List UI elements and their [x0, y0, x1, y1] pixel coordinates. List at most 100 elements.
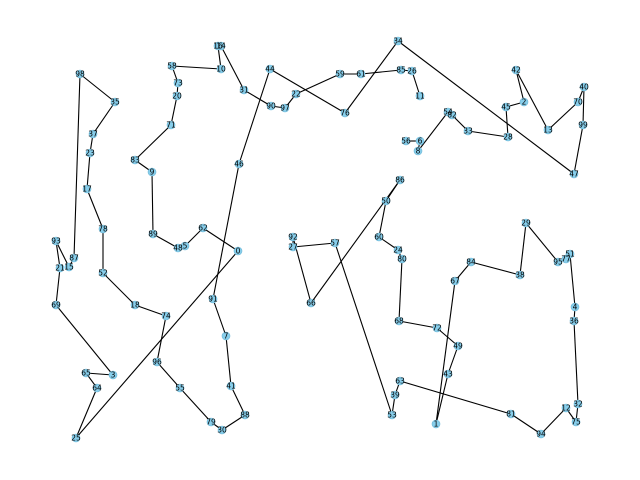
- route-edge-59-22: [295, 73, 341, 95]
- node-point-16: [213, 41, 223, 51]
- node-point-10: [216, 64, 226, 74]
- node-label-21: 21: [55, 264, 65, 273]
- node-point-87: [69, 253, 79, 263]
- node-label-40: 40: [579, 83, 589, 92]
- node-point-49: [453, 341, 463, 351]
- node-label-4: 4: [573, 303, 578, 312]
- route-2-edge-49-43: [447, 345, 459, 375]
- node-point-17: [82, 184, 92, 194]
- node-point-68: [394, 316, 404, 326]
- node-point-91: [208, 294, 218, 304]
- node-label-22: 22: [291, 90, 301, 99]
- node-label-53: 53: [387, 411, 397, 420]
- node-point-9: [147, 167, 157, 177]
- node-point-40: [579, 82, 589, 92]
- node-point-96: [152, 357, 162, 367]
- route-2-edge-38-29: [519, 222, 527, 276]
- node-point-58: [167, 61, 177, 71]
- route-edge-46-44: [238, 68, 271, 165]
- node-label-64: 64: [92, 384, 102, 393]
- node-label-23: 23: [85, 149, 95, 158]
- route-2-edge-51-4: [569, 253, 576, 308]
- node-label-24: 24: [393, 246, 403, 255]
- route-2-edge-94-81: [510, 413, 542, 435]
- route-edge-76-34: [344, 40, 399, 114]
- node-point-25: [71, 433, 81, 443]
- node-label-12: 12: [561, 404, 571, 413]
- node-point-78: [98, 224, 108, 234]
- node-point-31: [239, 85, 249, 95]
- node-label-96: 96: [152, 358, 162, 367]
- node-label-68: 68: [394, 317, 404, 326]
- route-edge-88-41: [230, 385, 246, 416]
- node-label-65: 65: [81, 369, 91, 378]
- node-label-29: 29: [521, 219, 531, 228]
- node-label-56: 56: [401, 137, 411, 146]
- node-label-82: 82: [447, 111, 457, 120]
- node-label-86: 86: [395, 176, 405, 185]
- node-label-99: 99: [578, 121, 588, 130]
- node-point-77: [561, 254, 571, 264]
- node-label-8: 8: [416, 147, 421, 156]
- node-point-15: [64, 262, 74, 272]
- node-point-2: [519, 97, 529, 107]
- node-label-28: 28: [503, 133, 513, 142]
- node-label-87: 87: [69, 254, 79, 263]
- node-point-70: [573, 97, 583, 107]
- node-label-58: 58: [167, 62, 177, 71]
- node-label-60: 60: [374, 233, 384, 242]
- node-point-93: [51, 236, 61, 246]
- node-label-1: 1: [434, 420, 439, 429]
- node-point-55: [175, 383, 185, 393]
- node-label-35: 35: [110, 98, 120, 107]
- node-point-71: [166, 120, 176, 130]
- node-label-69: 69: [51, 301, 61, 310]
- node-point-84: [466, 257, 476, 267]
- node-label-49: 49: [453, 342, 463, 351]
- node-label-9: 9: [150, 168, 155, 177]
- node-point-60: [374, 232, 384, 242]
- node-label-72: 72: [432, 324, 442, 333]
- node-label-76: 76: [340, 109, 350, 118]
- node-label-47: 47: [569, 170, 579, 179]
- node-point-64: [92, 383, 102, 393]
- node-label-18: 18: [130, 301, 140, 310]
- route-edge-62-0: [202, 227, 239, 252]
- node-point-8: [413, 146, 423, 156]
- route-2-edge-12-94: [540, 407, 567, 435]
- node-point-7: [221, 331, 231, 341]
- node-label-27: 27: [288, 243, 298, 252]
- node-point-82: [447, 110, 457, 120]
- node-label-85: 85: [396, 66, 406, 75]
- node-point-57: [330, 238, 340, 248]
- route-2-edge-36-32: [573, 320, 579, 405]
- node-point-98: [75, 69, 85, 79]
- route-edge-0-25: [75, 250, 239, 439]
- route-edges: [55, 40, 585, 439]
- node-point-69: [51, 300, 61, 310]
- node-label-89: 89: [148, 230, 158, 239]
- node-label-74: 74: [161, 312, 171, 321]
- node-label-45: 45: [501, 103, 511, 112]
- node-label-66: 66: [306, 299, 316, 308]
- node-point-24: [393, 245, 403, 255]
- node-label-38: 38: [515, 271, 525, 280]
- route-2-edge-43-1: [435, 373, 449, 425]
- route-edge-35-37: [92, 101, 116, 135]
- node-label-25: 25: [71, 434, 81, 443]
- node-label-92: 92: [288, 233, 298, 242]
- node-point-50: [381, 196, 391, 206]
- node-label-14: 14: [216, 42, 226, 51]
- node-point-65: [81, 368, 91, 378]
- node-point-63: [395, 376, 405, 386]
- node-label-13: 13: [543, 126, 553, 135]
- route-edge-85-61: [360, 69, 402, 75]
- node-label-44: 44: [265, 65, 275, 74]
- route-edge-10-58: [171, 65, 222, 70]
- node-point-97: [280, 103, 290, 113]
- node-label-37: 37: [88, 130, 98, 139]
- node-point-74: [161, 311, 171, 321]
- route-edge-17-78: [86, 188, 104, 230]
- node-label-54: 54: [443, 108, 453, 117]
- node-point-56: [401, 136, 411, 146]
